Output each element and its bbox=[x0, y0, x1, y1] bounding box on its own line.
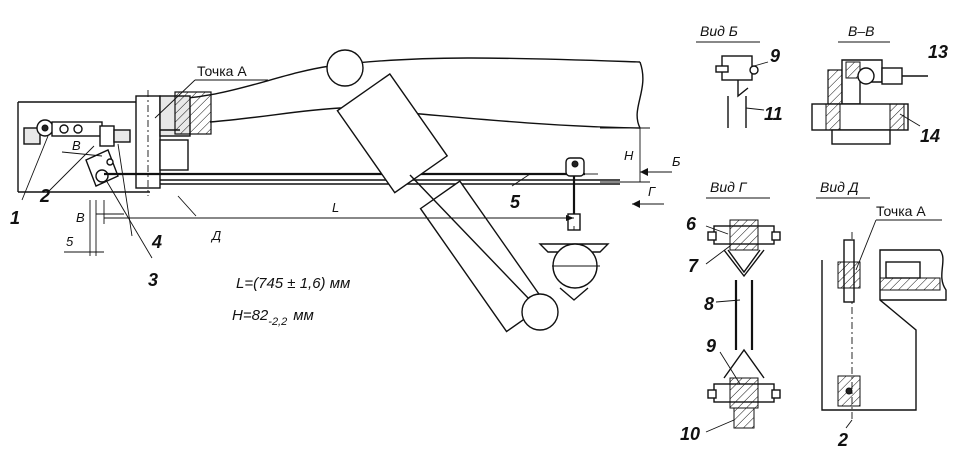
section-marks: В В 5 bbox=[61, 138, 124, 256]
shock-absorber bbox=[326, 49, 559, 333]
part-leaders bbox=[21, 135, 531, 259]
arrow-b-label: Б bbox=[672, 154, 681, 169]
part-8-label: 8 bbox=[704, 294, 714, 314]
part-9-top-label: 9 bbox=[770, 46, 780, 66]
view-g-title: Вид Г bbox=[710, 179, 748, 195]
view-arrows: Б Г bbox=[632, 154, 681, 208]
part-4-label: 4 bbox=[151, 232, 162, 252]
view-d: Вид Д bbox=[816, 179, 947, 429]
axle-hub bbox=[538, 243, 610, 301]
arrow-g-label: Г bbox=[648, 184, 656, 199]
dim-5-label: 5 bbox=[66, 234, 74, 249]
valve-assembly bbox=[23, 119, 131, 187]
formula-l: L=(745 ± 1,6) мм bbox=[236, 275, 350, 292]
dim-l: L bbox=[103, 200, 575, 230]
dim-d-label: Д bbox=[210, 228, 221, 243]
point-a-callout: Точка А bbox=[154, 63, 268, 119]
view-g: Вид Г bbox=[705, 179, 781, 433]
part-14-label: 14 bbox=[920, 126, 940, 146]
formula-h-unit: мм bbox=[293, 307, 314, 324]
part-13-label: 13 bbox=[928, 42, 948, 62]
dim-h-label: H bbox=[624, 148, 634, 163]
rod-5 bbox=[104, 157, 598, 231]
part-2-label: 2 bbox=[39, 186, 50, 206]
part-6-label: 6 bbox=[686, 214, 697, 234]
formula-h-tol: -2,2 bbox=[268, 316, 287, 328]
part-3-label: 3 bbox=[148, 270, 158, 290]
view-d-title: Вид Д bbox=[820, 179, 859, 195]
view-b: Вид Б bbox=[696, 23, 769, 128]
point-a-view-d-label: Точка А bbox=[876, 203, 926, 219]
dim-b-upper-label: В bbox=[72, 138, 81, 153]
section-vv-title: В–В bbox=[848, 23, 874, 39]
dim-h: H bbox=[600, 127, 650, 183]
section-vv: В–В bbox=[811, 23, 928, 145]
point-a-label: Точка А bbox=[197, 63, 247, 79]
part-1-label: 1 bbox=[10, 208, 20, 228]
bracket-point-a bbox=[135, 90, 212, 196]
dim-b-lower-label: В bbox=[76, 210, 85, 225]
part-2-view-d-label: 2 bbox=[837, 430, 848, 450]
dim-l-label: L bbox=[332, 200, 339, 215]
view-b-title: Вид Б bbox=[700, 23, 738, 39]
part-5-label: 5 bbox=[510, 192, 521, 212]
dim-d: Д bbox=[177, 195, 221, 243]
part-11-label: 11 bbox=[764, 104, 783, 124]
formula-h-main: H=82 bbox=[232, 307, 269, 324]
formula-h: H=82-2,2 мм bbox=[232, 307, 314, 328]
part-9-bottom-label: 9 bbox=[706, 336, 716, 356]
part-7-label: 7 bbox=[688, 256, 699, 276]
part-10-label: 10 bbox=[680, 424, 700, 444]
